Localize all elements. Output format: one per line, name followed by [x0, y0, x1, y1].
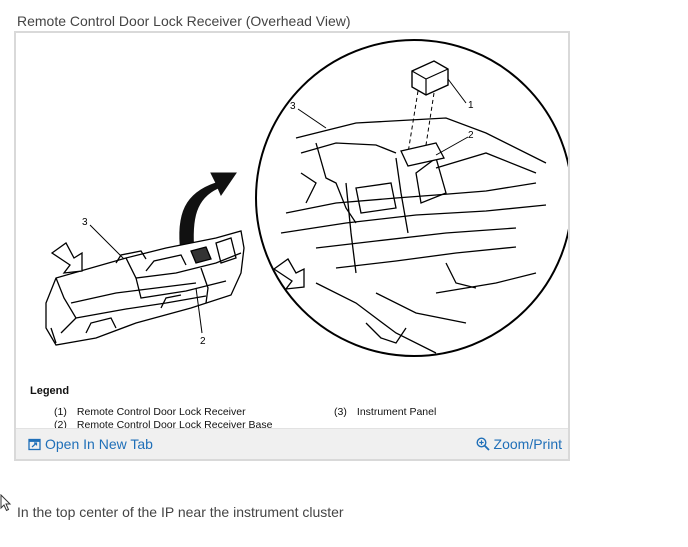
figure-caption: Remote Control Door Lock Receiver (Overh… — [17, 13, 351, 29]
legend-item-1: (1) Remote Control Door Lock Receiver — [54, 406, 246, 418]
figure-toolbar: Open In New Tab Zoom/Print — [16, 428, 568, 459]
figure-frame: 3 2 — [14, 31, 570, 461]
legend-title: Legend — [30, 385, 70, 397]
legend-label: Instrument Panel — [356, 406, 437, 418]
open-new-tab-link[interactable]: Open In New Tab — [28, 436, 153, 452]
callout-3-left: 3 — [82, 217, 88, 228]
zoom-print-link[interactable]: Zoom/Print — [476, 436, 562, 452]
legend-num: (3) — [334, 406, 347, 418]
detail-drawing — [280, 117, 547, 354]
curved-arrow — [179, 172, 237, 254]
direction-arrow-left — [50, 242, 83, 274]
callout-2: 2 — [468, 130, 474, 141]
instrument-panel-diagram: 3 2 — [45, 39, 568, 357]
legend-item-3: (3) Instrument Panel — [334, 406, 436, 418]
receiver-base — [400, 142, 445, 167]
open-new-tab-icon — [28, 438, 41, 450]
receiver-module — [411, 60, 449, 96]
mouse-cursor-icon — [0, 494, 12, 512]
callout-3: 3 — [290, 101, 296, 112]
callout-1: 1 — [468, 100, 474, 111]
magnifier-plus-icon — [476, 437, 490, 451]
answer-text: In the top center of the IP near the ins… — [17, 504, 344, 520]
dashboard-drawing — [45, 230, 245, 346]
callout-2-left: 2 — [200, 336, 206, 347]
legend-num: (1) — [54, 406, 67, 418]
zoom-print-label: Zoom/Print — [493, 436, 562, 452]
legend-label: Remote Control Door Lock Receiver — [76, 406, 246, 418]
open-new-tab-label: Open In New Tab — [45, 436, 153, 452]
direction-arrow-right — [272, 258, 305, 290]
detail-circle — [255, 39, 568, 357]
